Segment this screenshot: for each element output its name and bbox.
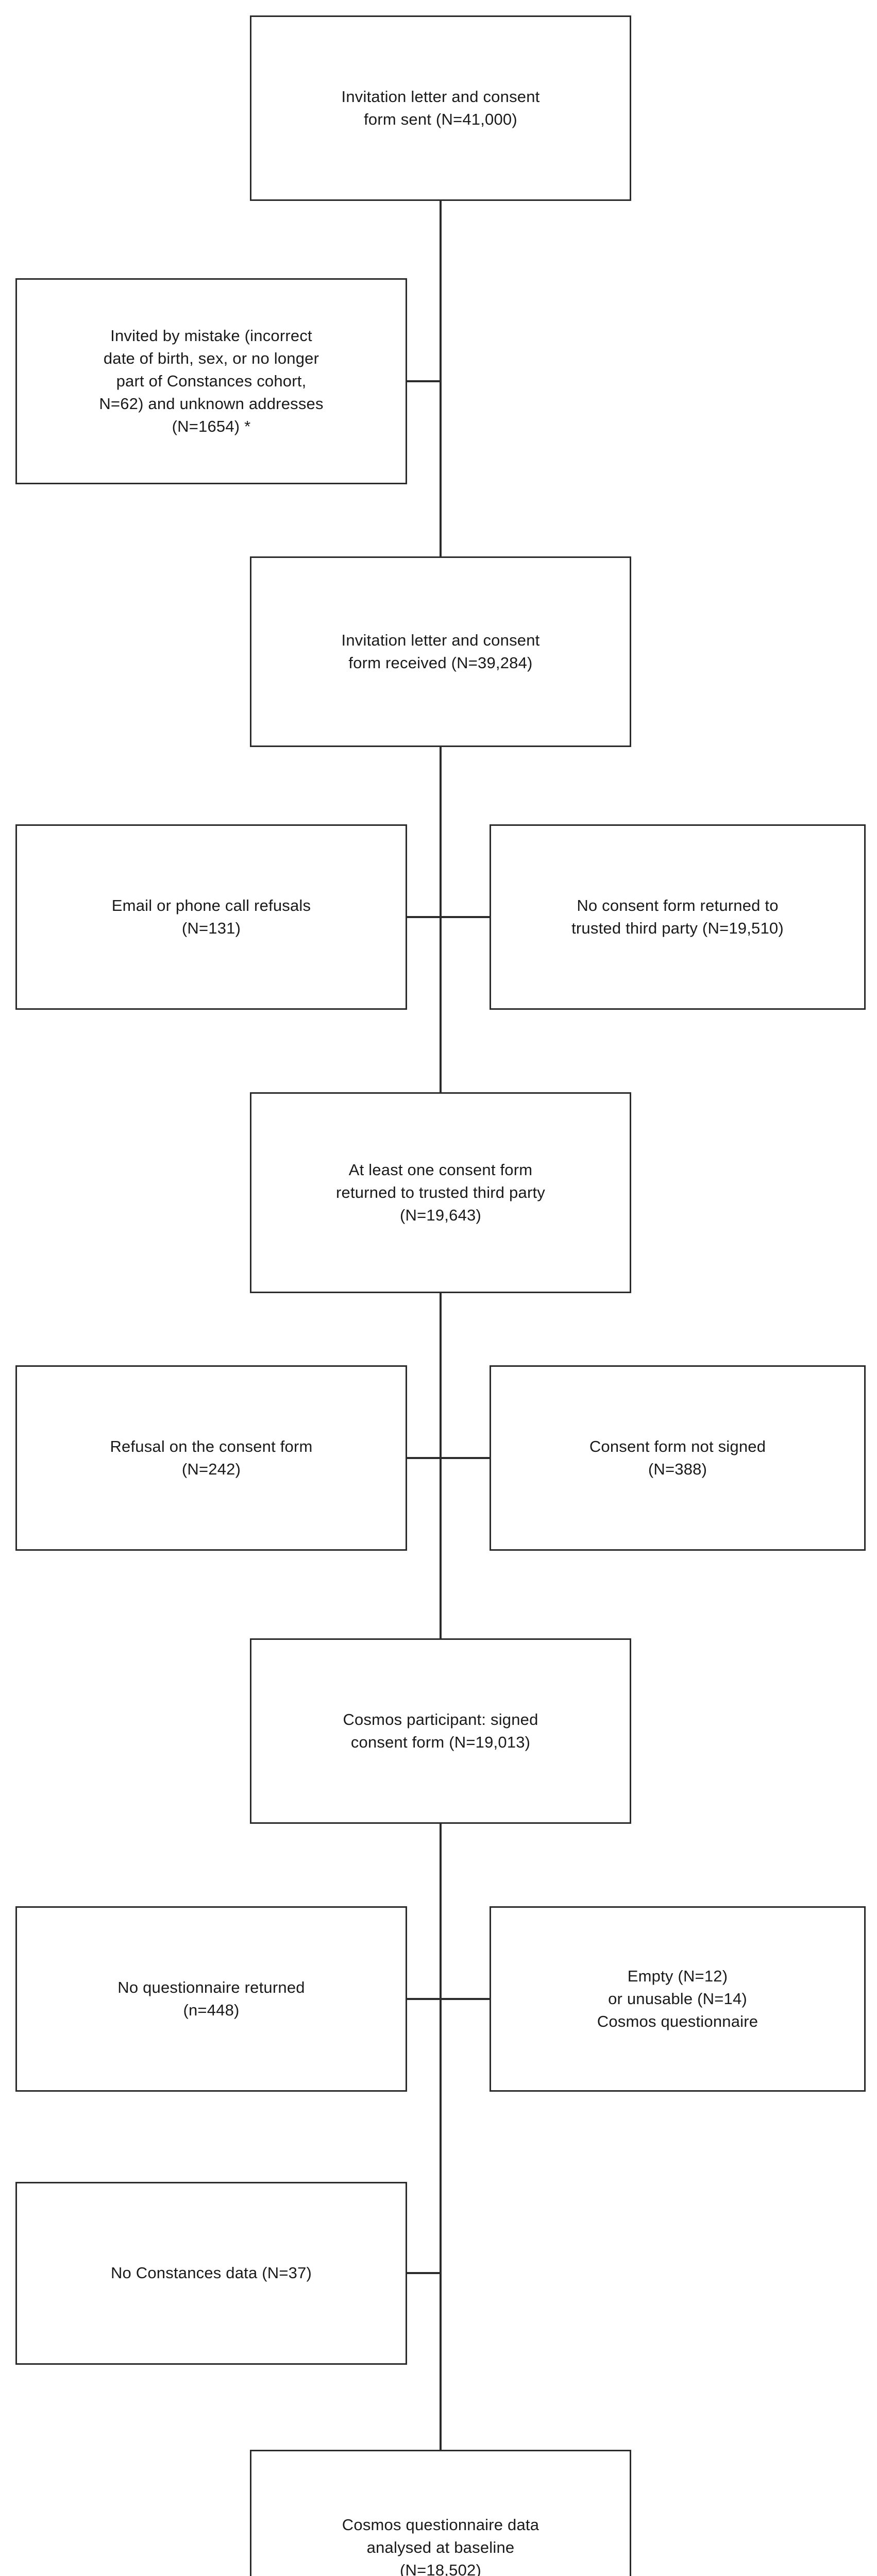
node-label: No Constances data (N=37): [110, 2264, 312, 2282]
node-invitation-received[interactable]: Invitation letter and consent form recei…: [250, 556, 631, 747]
node-no-questionnaire-returned[interactable]: No questionnaire returned (n=448): [15, 1906, 407, 2092]
node-label: Refusal on the consent form (N=242): [110, 1437, 313, 1478]
node-label: No questionnaire returned (n=448): [117, 1978, 305, 2019]
node-label: Consent form not signed (N=388): [589, 1437, 766, 1478]
node-label: Invitation letter and consent form recei…: [341, 631, 540, 672]
branch-connector-empty-unusable: [441, 1998, 491, 2000]
node-label: Invited by mistake (incorrect date of bi…: [99, 326, 324, 436]
branch-connector-email-phone-refusals: [407, 916, 441, 918]
branch-connector-no-constances-data: [407, 2272, 441, 2274]
main-spine-connector: [440, 201, 442, 2450]
branch-connector-no-questionnaire: [407, 1998, 441, 2000]
node-label: Cosmos participant: signed consent form …: [343, 1710, 538, 1751]
node-label: Empty (N=12) or unusable (N=14) Cosmos q…: [597, 1967, 758, 2030]
node-no-constances-data[interactable]: No Constances data (N=37): [15, 2182, 407, 2365]
node-label: Invitation letter and consent form sent …: [341, 87, 540, 128]
branch-connector-refusal-on-form: [407, 1457, 441, 1459]
node-no-consent-form-returned[interactable]: No consent form returned to trusted thir…: [490, 824, 866, 1010]
node-invitation-sent[interactable]: Invitation letter and consent form sent …: [250, 15, 631, 201]
branch-connector-consent-not-signed: [441, 1457, 491, 1459]
node-refusal-on-consent-form[interactable]: Refusal on the consent form (N=242): [15, 1365, 407, 1551]
node-at-least-one-consent-form[interactable]: At least one consent form returned to tr…: [250, 1092, 631, 1293]
node-label: Cosmos questionnaire data analysed at ba…: [342, 2515, 539, 2576]
branch-connector-invited-by-mistake: [407, 380, 441, 382]
node-cosmos-participant[interactable]: Cosmos participant: signed consent form …: [250, 1638, 631, 1824]
branch-connector-no-consent-returned: [441, 916, 491, 918]
node-label: Email or phone call refusals (N=131): [111, 896, 311, 937]
node-cosmos-questionnaire-analysed[interactable]: Cosmos questionnaire data analysed at ba…: [250, 2450, 631, 2576]
node-empty-or-unusable-questionnaire[interactable]: Empty (N=12) or unusable (N=14) Cosmos q…: [490, 1906, 866, 2092]
node-label: No consent form returned to trusted thir…: [571, 896, 784, 937]
node-email-phone-refusals[interactable]: Email or phone call refusals (N=131): [15, 824, 407, 1010]
node-label: At least one consent form returned to tr…: [336, 1160, 545, 1224]
node-invited-by-mistake[interactable]: Invited by mistake (incorrect date of bi…: [15, 278, 407, 484]
node-consent-form-not-signed[interactable]: Consent form not signed (N=388): [490, 1365, 866, 1551]
